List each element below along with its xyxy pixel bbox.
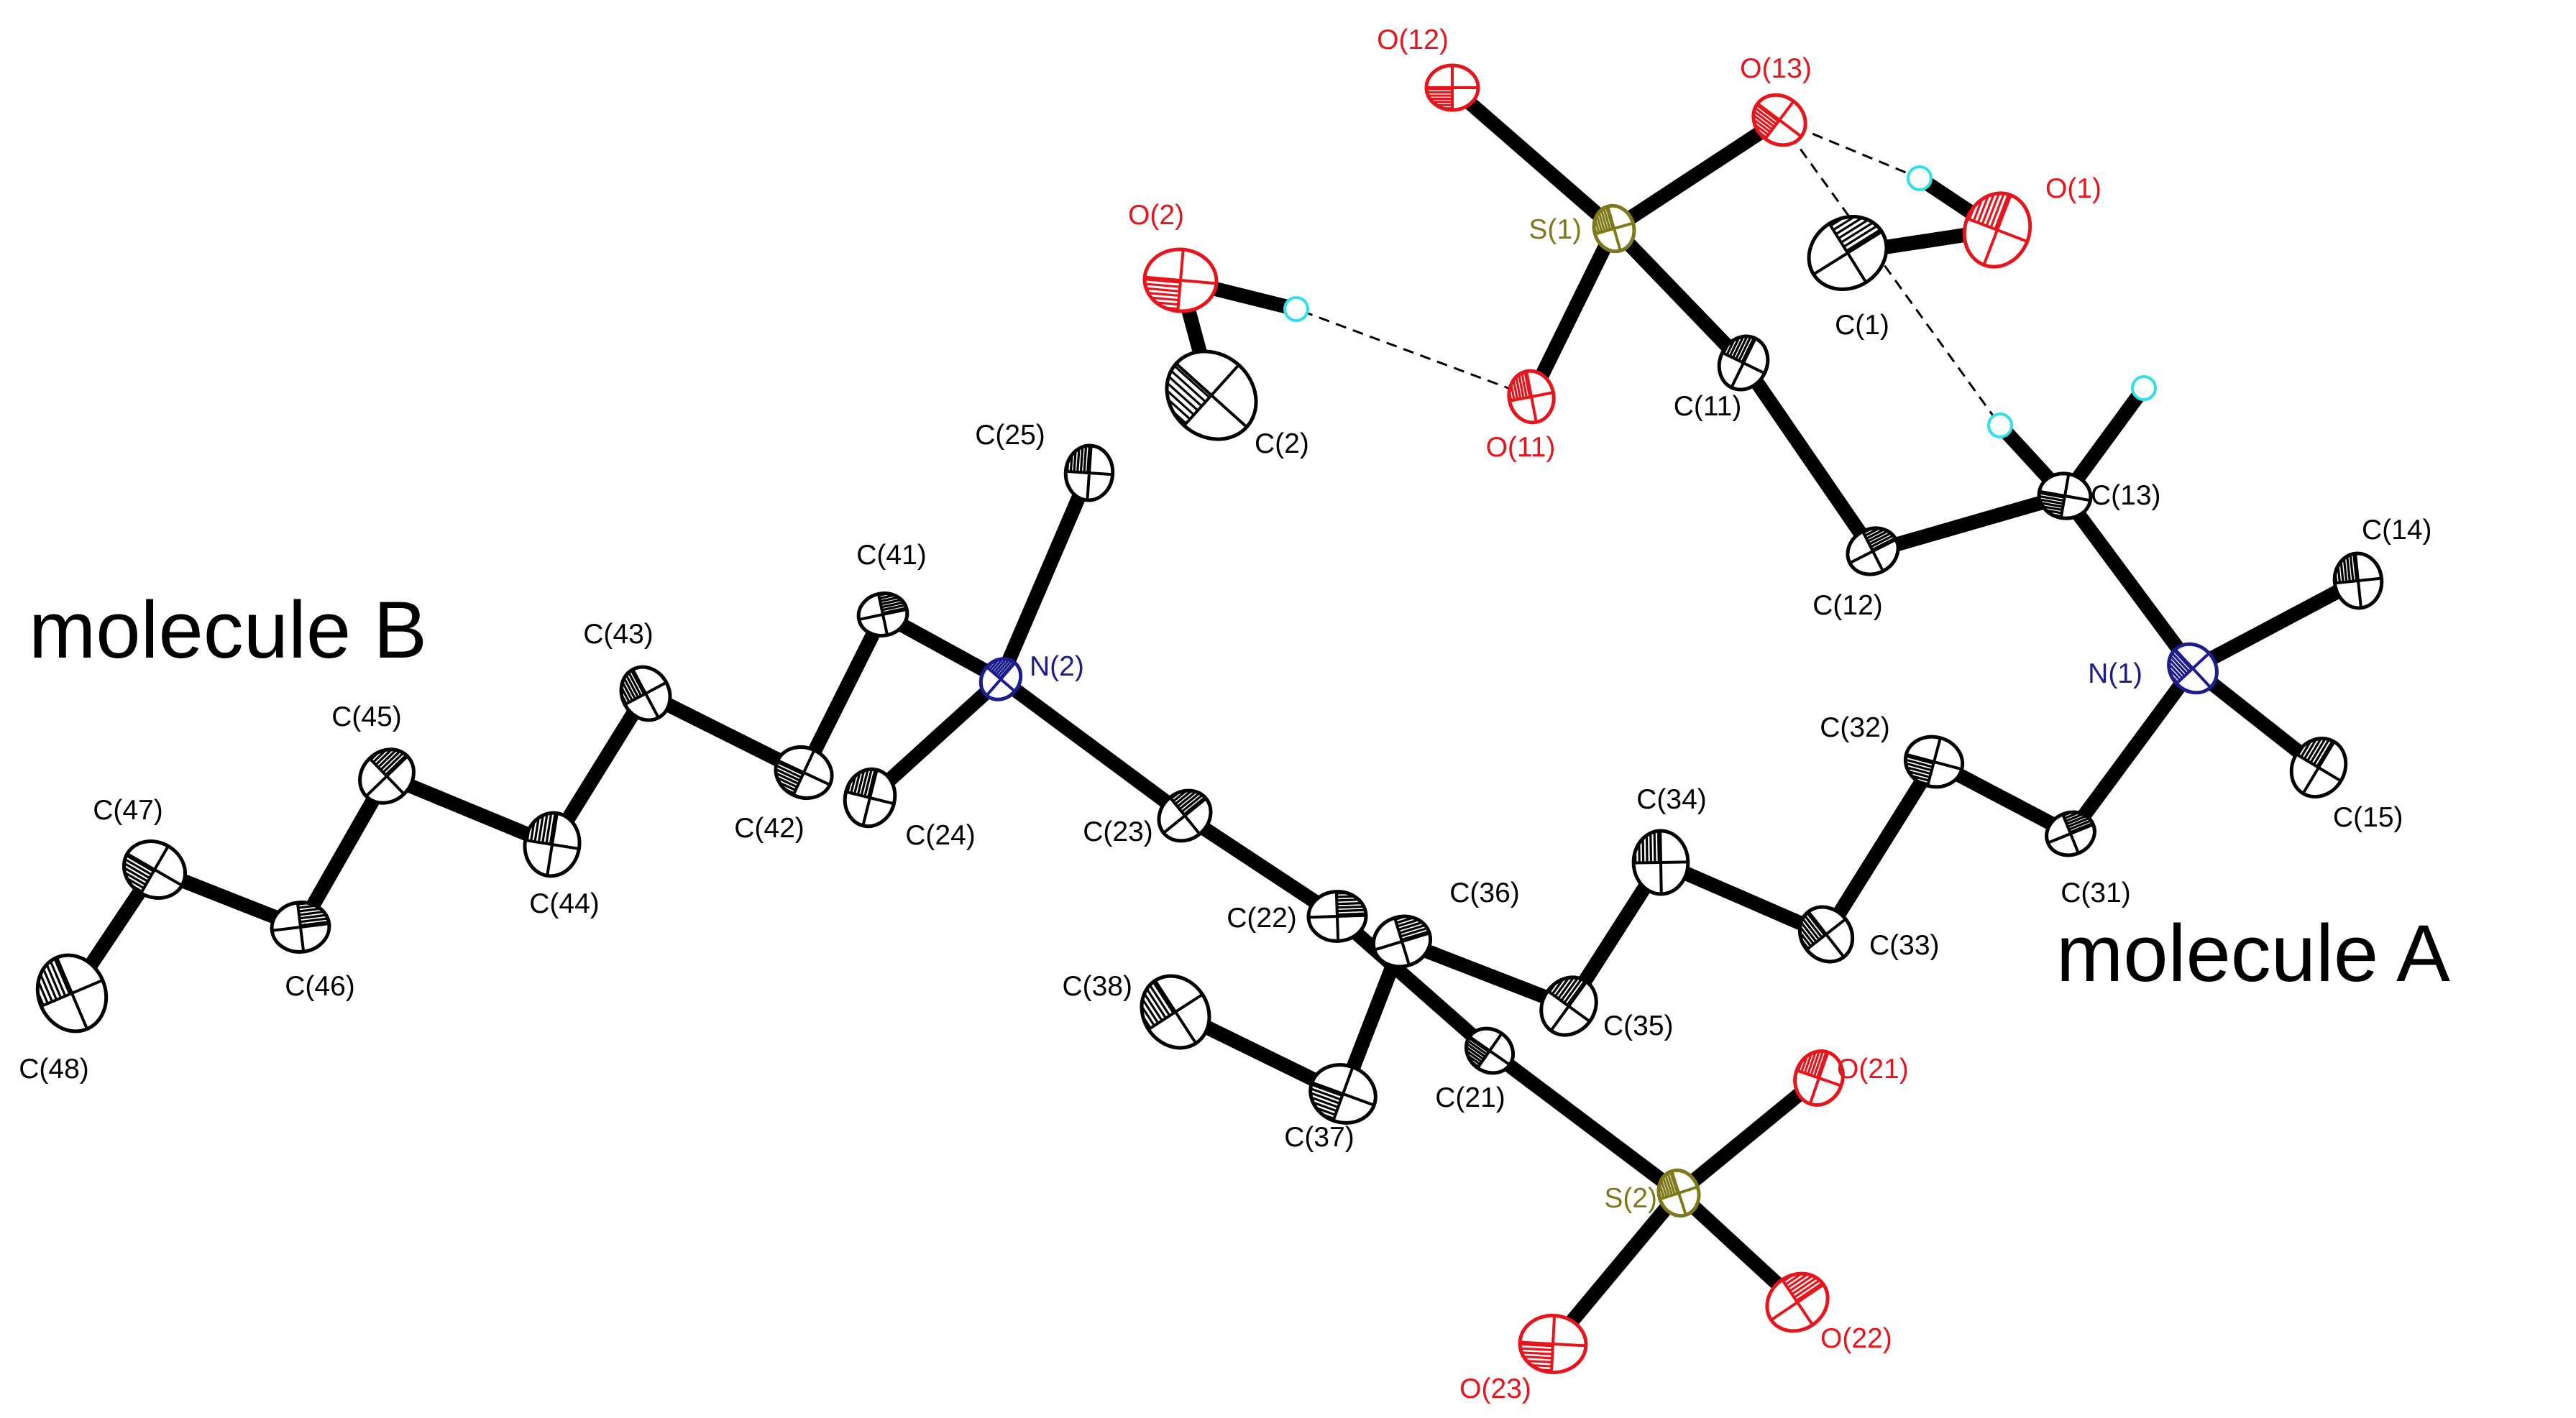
atom-label-c36: C(36)	[1449, 878, 1520, 908]
bond-c13-n1	[2065, 496, 2193, 668]
atom-o23	[1518, 1314, 1587, 1374]
atom-label-c1: C(1)	[1835, 310, 1889, 341]
atom-label-c14: C(14)	[2362, 515, 2432, 545]
atom-c42	[767, 738, 840, 807]
atom-c25	[1064, 444, 1115, 502]
atom-c37	[1302, 1056, 1384, 1132]
atom-label-c24: C(24)	[905, 820, 976, 851]
atom-label-c12: C(12)	[1812, 590, 1883, 621]
atom-c32	[1899, 730, 1968, 793]
atom-h13a	[1989, 414, 2012, 437]
atom-label-c21: C(21)	[1435, 1082, 1505, 1113]
bond-c11-c12	[1743, 363, 1873, 551]
bond-s1-o13	[1614, 120, 1779, 229]
atom-label-c37: C(37)	[1284, 1122, 1355, 1153]
atom-o1	[1954, 183, 2041, 276]
atom-label-c35: C(35)	[1603, 1010, 1674, 1041]
bond-n2-c23	[1001, 679, 1185, 816]
atom-c34	[1633, 830, 1688, 894]
atom-label-c22: C(22)	[1227, 903, 1297, 934]
atom-label-c42: C(42)	[734, 813, 805, 844]
atom-label-c44: C(44)	[529, 888, 600, 919]
atom-label-c11: C(11)	[1674, 391, 1742, 422]
atom-label-o12: O(12)	[1377, 24, 1449, 55]
bond-s1-c11	[1614, 229, 1743, 363]
atom-c45	[349, 738, 424, 814]
atom-o2	[1142, 247, 1219, 314]
bond-c21-s2	[1490, 1051, 1679, 1193]
bond-s1-o12	[1452, 88, 1614, 229]
atom-label-c47: C(47)	[93, 795, 163, 826]
atom-label-c45: C(45)	[331, 701, 402, 732]
atom-c38	[1128, 963, 1223, 1061]
atom-c14	[2332, 551, 2385, 610]
atom-h1	[1908, 167, 1931, 190]
atom-label-o23: O(23)	[1459, 1373, 1531, 1404]
atom-label-c41: C(41)	[856, 540, 927, 571]
atom-o11	[1505, 367, 1559, 426]
atom-label-n2: N(2)	[1030, 651, 1084, 682]
atom-h2	[1285, 298, 1308, 321]
bond-n2-c25	[1001, 473, 1089, 679]
molecule-b-label: molecule B	[29, 585, 427, 675]
atom-label-c32: C(32)	[1820, 712, 1890, 743]
atom-c36	[1367, 909, 1437, 973]
bond-n1-c14	[2193, 581, 2358, 668]
atom-label-c48: C(48)	[19, 1054, 89, 1085]
atom-label-o21: O(21)	[1837, 1054, 1909, 1085]
hydrogen-bond-o11-h2	[1296, 309, 1531, 397]
atom-label-c15: C(15)	[2333, 802, 2403, 833]
atom-h13b	[2132, 377, 2155, 400]
atom-c1	[1795, 202, 1900, 303]
atom-label-o1: O(1)	[2045, 173, 2101, 204]
molecule-a-label: molecule A	[2056, 908, 2450, 998]
atom-o12	[1426, 65, 1478, 110]
atom-label-c33: C(33)	[1869, 930, 1940, 961]
atom-label-layer: O(12) O(13) S(1) O(1) C(1) O(2) C(2) O(11) C(11)…	[19, 24, 2431, 1404]
bond-c32-c33	[1826, 762, 1934, 934]
atom-c33	[1789, 896, 1863, 972]
atom-label-c25: C(25)	[975, 420, 1045, 451]
atom-c22	[1308, 890, 1367, 942]
atom-label-c46: C(46)	[285, 971, 355, 1002]
atom-label-o22: O(22)	[1820, 1323, 1892, 1354]
atom-label-c43: C(43)	[583, 619, 654, 650]
atom-label-c23: C(23)	[1083, 816, 1153, 847]
bond-c12-c13	[1873, 496, 2065, 551]
atom-label-s2: S(2)	[1604, 1183, 1657, 1214]
atom-c35	[1530, 967, 1608, 1046]
atom-label-c2: C(2)	[1255, 428, 1309, 459]
atom-label-o2: O(2)	[1128, 200, 1184, 231]
bond-n1-c31	[2071, 668, 2193, 834]
atom-label-o11: O(11)	[1486, 432, 1556, 463]
atom-c48	[26, 944, 118, 1042]
atom-label-n1: N(1)	[2088, 658, 2142, 689]
atom-label-c31: C(31)	[2061, 878, 2131, 908]
atom-c46	[269, 899, 332, 955]
atom-label-c34: C(34)	[1636, 784, 1707, 815]
atom-label-o13: O(13)	[1740, 53, 1812, 84]
atom-c47	[114, 830, 196, 909]
atom-label-s1: S(1)	[1528, 214, 1582, 245]
atom-label-c38: C(38)	[1062, 971, 1132, 1002]
atom-label-c13: C(13)	[2091, 480, 2161, 511]
bond-s1-o11	[1531, 229, 1614, 397]
